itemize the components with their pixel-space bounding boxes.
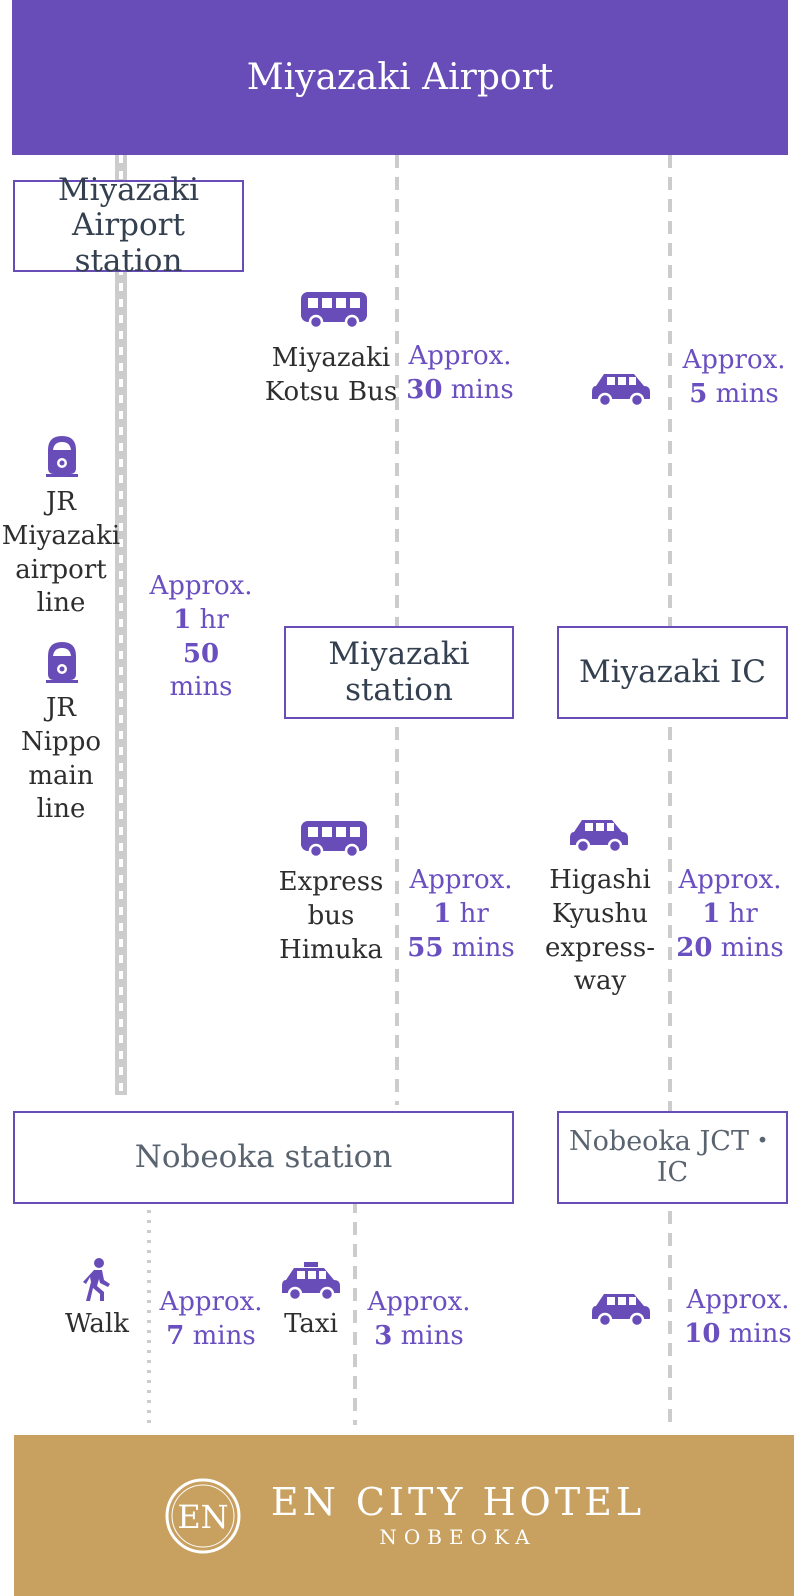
train-icon <box>46 436 78 477</box>
time-value: 7 mins <box>166 1320 256 1351</box>
express-bus-time: Approx. 1 hr 55 mins <box>406 864 516 965</box>
time-prefix: Approx. <box>367 1287 471 1317</box>
taxi-label: Taxi <box>284 1309 338 1339</box>
kotsu-bus-time: Approx. 30 mins <box>405 340 515 408</box>
train-icon <box>46 642 78 683</box>
car-ic-time: Approx. 5 mins <box>678 344 790 412</box>
miyazaki-ic-label: Miyazaki IC <box>579 653 766 690</box>
nobeoka-jct-box: Nobeoka JCT・IC <box>557 1111 788 1204</box>
time-minutes: 20 mins <box>676 932 784 963</box>
logo-text: EN <box>177 1498 228 1536</box>
page-title: Miyazaki Airport <box>246 57 554 98</box>
express-bus-label: Express bus Himuka <box>278 867 384 965</box>
time-prefix: Approx. <box>686 1285 790 1315</box>
time-hours: 1 hr <box>173 604 229 635</box>
hotel-logo-icon: EN <box>165 1478 241 1553</box>
taxi-time: Approx. 3 mins <box>366 1286 472 1354</box>
car-icon <box>592 1294 650 1328</box>
time-prefix: Approx. <box>409 865 513 895</box>
airport-station-label: Miyazaki Airport station <box>57 172 200 279</box>
time-prefix: Approx. <box>682 345 786 375</box>
car-icon <box>570 820 628 854</box>
jr-time: Approx. 1 hr 50 mins <box>148 570 254 705</box>
brand-subtitle: NOBEOKA <box>379 1525 537 1550</box>
time-prefix: Approx. <box>149 571 253 601</box>
expressway-label: Higashi Kyushu express-way <box>545 865 655 997</box>
bus-icon <box>301 292 367 330</box>
expressway-time: Approx. 1 hr 20 mins <box>674 864 786 965</box>
time-prefix: Approx. <box>678 865 782 895</box>
time-value: 10 mins <box>684 1318 792 1349</box>
time-minutes: 50 mins <box>169 638 233 703</box>
walk-time: Approx. 7 mins <box>158 1286 264 1354</box>
bus-icon <box>301 821 367 859</box>
jr-nippo-label: JR Nippo main line <box>20 693 101 825</box>
footer-banner: EN EN CITY HOTEL NOBEOKA <box>14 1435 794 1596</box>
header-banner: Miyazaki Airport <box>12 0 788 155</box>
jr-airport-label: JR Miyazaki airport line <box>1 487 121 619</box>
time-minutes: 55 mins <box>407 932 515 963</box>
airport-station-box: Miyazaki Airport station <box>13 172 244 278</box>
brand-title: EN CITY HOTEL <box>270 1479 646 1524</box>
nobeoka-station-box: Nobeoka station <box>13 1111 514 1204</box>
car-icon <box>592 374 650 408</box>
walk-icon <box>83 1258 110 1301</box>
nobeoka-jct-label: Nobeoka JCT・IC <box>569 1125 776 1188</box>
brand-block: EN CITY HOTEL NOBEOKA <box>270 1479 646 1550</box>
walk-label: Walk <box>64 1309 130 1339</box>
taxi-icon <box>282 1262 340 1302</box>
time-value: 5 mins <box>689 378 779 409</box>
time-hours: 1 hr <box>433 898 489 929</box>
car-final-time: Approx. 10 mins <box>682 1284 794 1352</box>
miyazaki-ic-box: Miyazaki IC <box>557 626 788 719</box>
miyazaki-station-label: Miyazaki station <box>328 636 470 708</box>
nobeoka-station-label: Nobeoka station <box>134 1138 393 1175</box>
time-hours: 1 hr <box>702 898 758 929</box>
kotsu-bus-label: Miyazaki Kotsu Bus <box>264 343 398 407</box>
time-prefix: Approx. <box>408 341 512 371</box>
time-value: 3 mins <box>374 1320 464 1351</box>
miyazaki-station-box: Miyazaki station <box>284 626 514 719</box>
time-prefix: Approx. <box>159 1287 263 1317</box>
time-value: 30 mins <box>406 374 514 405</box>
